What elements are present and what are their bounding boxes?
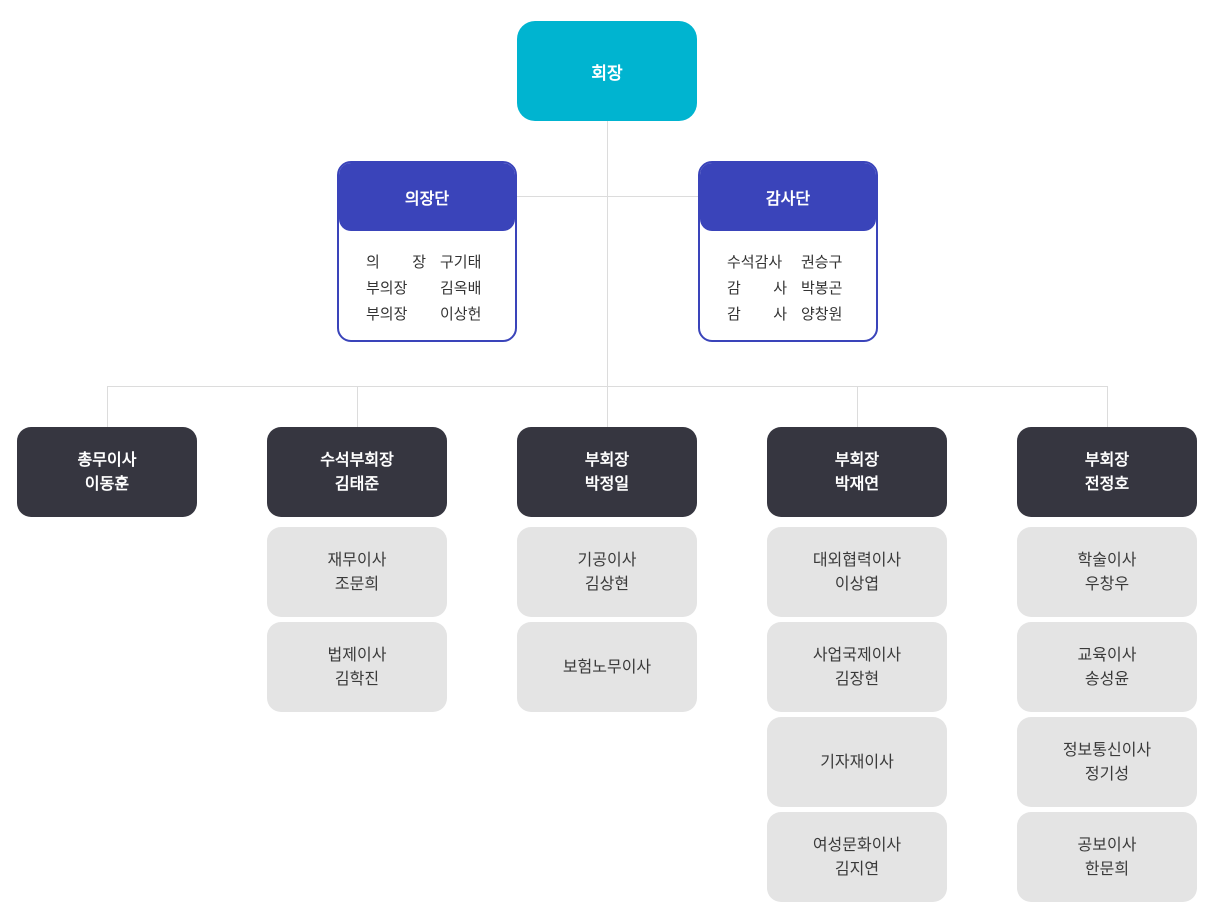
node-line: 정보통신이사: [1062, 740, 1152, 759]
node-line: 총무이사: [77, 450, 137, 469]
member-row: 부의장 이상헌: [339, 301, 515, 327]
member-row: 수석감사 권승구: [700, 249, 876, 275]
node-line: 조문희: [334, 574, 380, 593]
council-link-line: [516, 196, 699, 197]
node-line: 사업국제이사: [812, 645, 902, 664]
drop-line-3: [607, 386, 608, 427]
director-child-node: 기자재이사: [767, 717, 947, 807]
member-role: 부의장: [366, 275, 426, 301]
node-line: 이상엽: [834, 574, 880, 593]
node-line: 여성문화이사: [812, 835, 902, 854]
node-line: 부회장: [1084, 450, 1130, 469]
member-role-part: 감: [727, 279, 741, 297]
node-line: 김지연: [834, 859, 880, 878]
member-role: 부의장: [366, 301, 426, 327]
node-line: 이동훈: [84, 474, 130, 493]
node-line: 교육이사: [1077, 645, 1137, 664]
member-role-part: 수석감사: [727, 253, 783, 271]
member-name: 이상헌: [440, 305, 482, 323]
node-line: 정기성: [1084, 764, 1130, 783]
member-role-part: 부의장: [366, 305, 408, 323]
member-role-part: 사: [773, 305, 787, 323]
node-line: 부회장: [584, 450, 630, 469]
president-label: 회장: [591, 63, 623, 84]
node-line: 부회장: [834, 450, 880, 469]
audit-council-title: 감사단: [700, 163, 876, 231]
node-line: 법제이사: [327, 645, 387, 664]
node-line: 보험노무이사: [562, 657, 652, 676]
node-line: 김태준: [334, 474, 380, 493]
member-name: 김옥배: [440, 279, 482, 297]
node-line: 대외협력이사: [812, 550, 902, 569]
drop-line-5: [1107, 386, 1108, 427]
drop-line-2: [357, 386, 358, 427]
node-line: 박정일: [584, 474, 630, 493]
member-name: 구기태: [440, 253, 482, 271]
node-line: 재무이사: [327, 550, 387, 569]
node-line: 김장현: [834, 669, 880, 688]
member-role-part: 감: [727, 305, 741, 323]
node-line: 기자재이사: [820, 752, 894, 771]
member-name: 박봉곤: [801, 279, 843, 297]
node-line: 박재연: [834, 474, 880, 493]
node-line: 기공이사: [577, 550, 637, 569]
member-role-part: 사: [773, 279, 787, 297]
node-line: 송성윤: [1084, 669, 1130, 688]
director-child-node: 보험노무이사: [517, 622, 697, 712]
member-role-part: 장: [412, 253, 426, 271]
root-stem-line: [607, 121, 608, 387]
node-line: 한문희: [1084, 859, 1130, 878]
member-row: 부의장 김옥배: [339, 275, 515, 301]
drop-line-4: [857, 386, 858, 427]
node-line: 김학진: [334, 669, 380, 688]
node-line: 수석부회장: [320, 450, 394, 469]
president-node: 회장: [517, 21, 697, 121]
member-role-part: 부의장: [366, 279, 408, 297]
member-role: 수석감사: [727, 249, 787, 275]
node-line: 전정호: [1084, 474, 1130, 493]
node-line: 공보이사: [1077, 835, 1137, 854]
member-name: 권승구: [801, 253, 843, 271]
assembly-council-title: 의장단: [339, 163, 515, 231]
member-name: 양창원: [801, 305, 843, 323]
node-line: 김상현: [584, 574, 630, 593]
member-role-part: 의: [366, 253, 380, 271]
node-line: 우창우: [1084, 574, 1130, 593]
drop-line-1: [107, 386, 108, 427]
node-line: 학술이사: [1077, 550, 1137, 569]
